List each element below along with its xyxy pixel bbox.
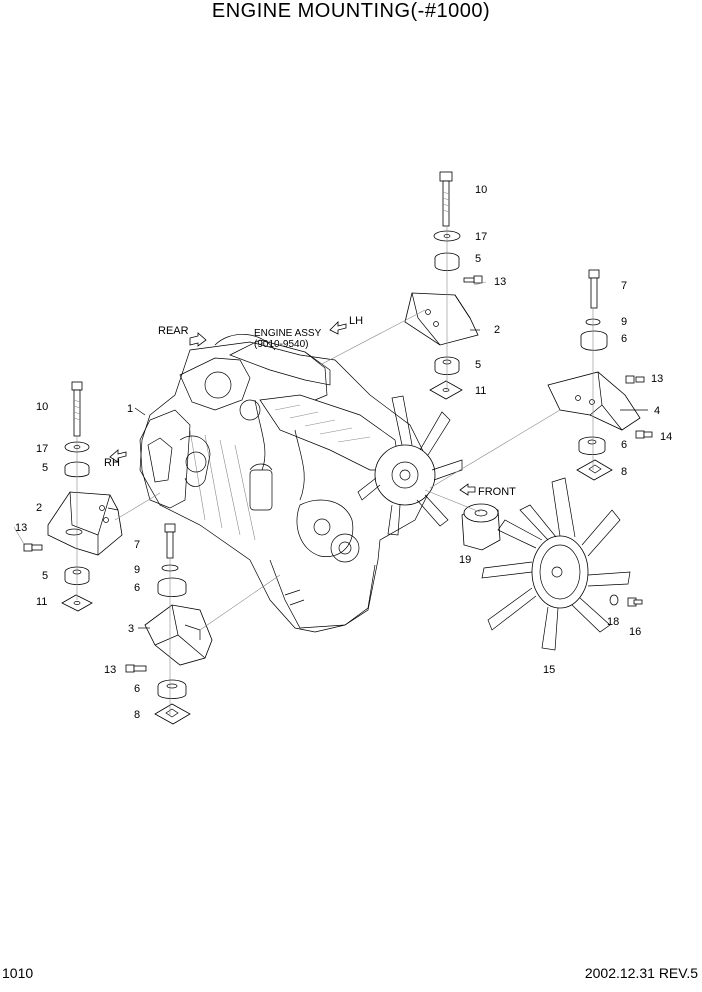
callout-13-right: 13 [651,373,663,385]
arrow-rh-icon [109,449,127,463]
callout-17-lh: 17 [475,231,487,243]
callout-8-right: 8 [621,466,627,478]
cooling-fan-15 [481,477,631,651]
bolt-13-lower [125,664,147,673]
plate-8-lower [154,703,191,725]
bolt-7-right [588,269,600,309]
callout-11-lh: 11 [475,385,486,397]
page-number: 1010 [2,965,34,981]
plate-11-rh [61,594,93,612]
callout-3: 3 [128,623,134,635]
callout-13-lh: 13 [494,276,506,288]
callout-13-lower: 13 [104,664,116,676]
plate-11-lh [429,380,463,400]
engine-assy-code: (9010-9540) [254,339,308,350]
front-lower-mount-group [125,523,213,725]
callout-11-rh: 11 [36,596,47,608]
engine-fan [357,395,463,536]
rear-rh-mount-group [23,381,123,612]
callout-18: 18 [607,616,619,628]
callout-10-rh: 10 [36,401,48,413]
bolt-7-lower [164,523,176,559]
bracket-4 [547,371,641,431]
callout-5-lh-lower: 5 [475,359,481,371]
spacer-19 [461,503,501,551]
callout-13-rh: 13 [15,522,27,534]
rubber-mount-6-right [578,436,606,455]
callout-7-lower: 7 [134,539,140,551]
callout-14: 14 [660,431,672,443]
label-rh: RH [104,457,120,469]
callout-2-rh: 2 [36,502,42,514]
callout-6-right-upper: 6 [621,333,627,345]
bracket-3 [144,604,213,666]
arrow-front-icon [459,483,476,496]
bolt-14 [635,430,653,439]
callout-9-right: 9 [621,316,627,328]
bolt-13-right [625,375,645,384]
label-front: FRONT [478,486,516,498]
arrow-rear-icon [189,332,207,347]
callout-5-lh-upper: 5 [475,253,481,265]
rubber-mount-6-lower-upper [157,577,187,597]
washer-18 [609,594,619,606]
page-title: ENGINE MOUNTING(-#1000) [211,0,491,22]
callout-4: 4 [654,405,660,417]
callout-6-lower-upper: 6 [134,582,140,594]
lh-top-mount-group [404,171,483,400]
bolt-10-lh [439,171,453,227]
callout-6-lower: 6 [134,683,140,695]
callout-5-rh-upper: 5 [42,462,48,474]
bracket-2-rh [47,491,123,556]
callout-2-lh: 2 [494,324,500,336]
engine-assembly [139,333,463,633]
callout-5-rh-lower: 5 [42,570,48,582]
bolt-10-rh [71,381,83,437]
bolt-13-rh [23,543,43,552]
callout-9-lower: 9 [134,564,140,576]
callout-15: 15 [543,664,555,676]
callout-10-lh: 10 [475,184,487,196]
bracket-2-lh [404,292,479,346]
plate-8-right [576,459,613,481]
callout-7-right: 7 [621,280,627,292]
callout-6-right: 6 [621,439,627,451]
arrow-lh-icon [329,321,347,335]
callout-17-rh: 17 [36,443,48,455]
callout-8-lower: 8 [134,709,140,721]
callout-19: 19 [459,554,471,566]
front-right-mount-group [547,269,653,481]
rubber-mount-6-right-upper [580,330,608,351]
engine-assy-label: ENGINE ASSY [254,328,322,339]
callout-1: 1 [127,403,133,415]
bolt-13-lh [463,275,483,284]
bolt-16 [627,597,643,607]
label-lh: LH [349,315,363,327]
leader-lines [13,226,648,716]
label-rear: REAR [158,325,189,337]
callout-16: 16 [629,626,641,638]
rubber-mount-6-lower [157,679,187,699]
revision-date: 2002.12.31 REV.5 [584,965,698,981]
